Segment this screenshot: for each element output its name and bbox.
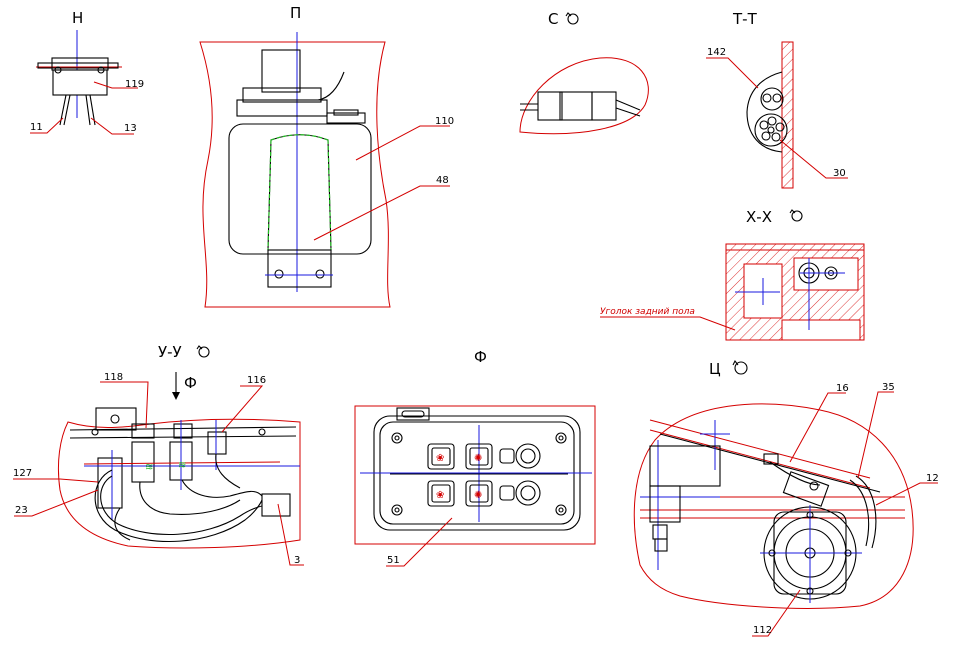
label-48: 48 bbox=[436, 175, 449, 186]
label-110: 110 bbox=[435, 116, 454, 127]
view-s: С bbox=[519, 10, 649, 135]
label-3: 3 bbox=[294, 555, 300, 566]
svg-text:✺: ✺ bbox=[474, 490, 482, 501]
view-title-uu: У-У bbox=[158, 343, 182, 361]
label-116: 116 bbox=[247, 375, 266, 386]
svg-text:❀: ❀ bbox=[436, 453, 444, 464]
view-title-tt: Т-Т bbox=[732, 10, 758, 28]
note-ugolok: Уголок задний пола bbox=[600, 307, 695, 317]
rotation-circle-icon bbox=[198, 346, 210, 358]
label-12: 12 bbox=[926, 473, 939, 484]
label-23: 23 bbox=[15, 505, 28, 516]
svg-text:≋: ≋ bbox=[178, 460, 186, 471]
rotation-circle-icon bbox=[791, 210, 803, 222]
label-119: 119 bbox=[125, 79, 144, 90]
view-direction-arrow-icon bbox=[172, 372, 180, 400]
view-title-f: Ф bbox=[474, 348, 487, 366]
rotation-arrow-icon bbox=[196, 345, 203, 350]
rotation-arrow-icon bbox=[789, 209, 796, 214]
svg-text:✺: ✺ bbox=[474, 453, 482, 464]
label-35: 35 bbox=[882, 382, 895, 393]
view-uu: У-У Ф ≋ ≋ 118 bbox=[13, 343, 304, 566]
view-arrow-label-f: Ф bbox=[184, 374, 197, 392]
view-f: Ф ❀ ✺ ❀ ✺ 51 bbox=[354, 348, 596, 567]
view-p: П 110 48 bbox=[199, 4, 454, 308]
svg-text:≋: ≋ bbox=[145, 462, 153, 473]
rotation-circle-icon bbox=[567, 13, 579, 25]
view-title-xx: Х-Х bbox=[746, 208, 772, 226]
label-142: 142 bbox=[707, 47, 726, 58]
view-title-s: С bbox=[548, 10, 558, 28]
label-16: 16 bbox=[836, 383, 849, 394]
view-title-ts: Ц bbox=[709, 360, 721, 378]
rotation-arrow-icon bbox=[565, 12, 572, 17]
view-xx: Х-Х Уголок задний пола bbox=[600, 208, 865, 341]
svg-text:❀: ❀ bbox=[436, 490, 444, 501]
label-13: 13 bbox=[124, 123, 137, 134]
label-118: 118 bbox=[104, 372, 123, 383]
label-112: 112 bbox=[753, 625, 772, 636]
view-n: Н 119 11 13 bbox=[30, 9, 144, 135]
label-51: 51 bbox=[387, 555, 400, 566]
view-title-p: П bbox=[290, 4, 301, 22]
label-11: 11 bbox=[30, 122, 43, 133]
view-ts: Ц 16 35 bbox=[633, 359, 939, 637]
label-30: 30 bbox=[833, 168, 846, 179]
view-tt: Т-Т 142 30 bbox=[706, 10, 848, 189]
label-127: 127 bbox=[13, 468, 32, 479]
rotation-circle-icon bbox=[734, 361, 748, 375]
view-title-n: Н bbox=[72, 9, 83, 27]
rotation-arrow-icon bbox=[732, 359, 739, 366]
